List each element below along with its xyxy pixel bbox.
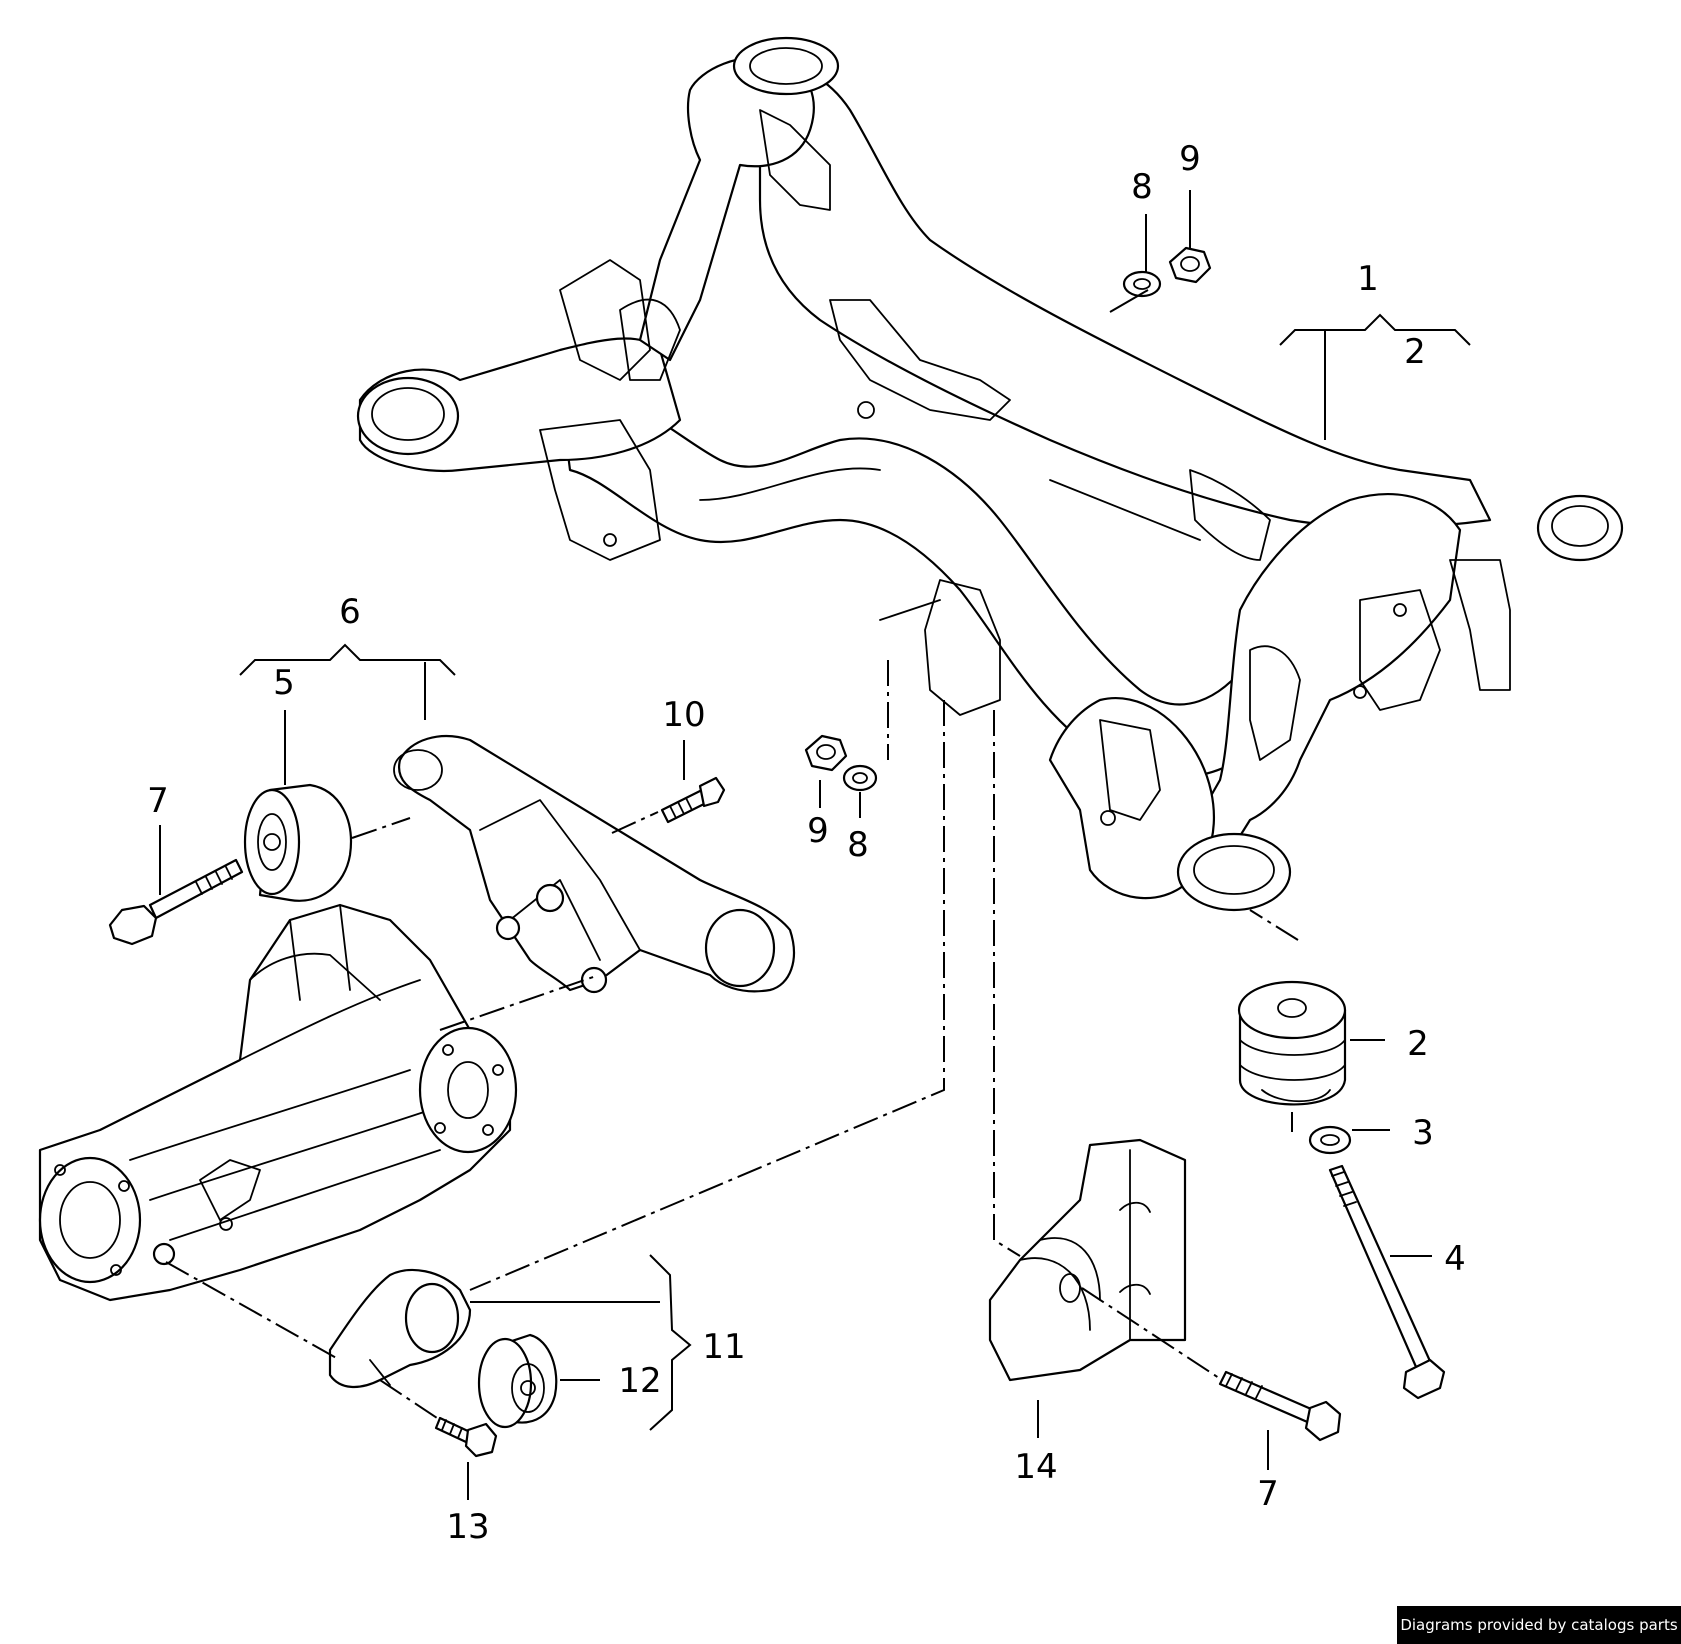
bushing-12 (477, 1333, 558, 1429)
washer-8-top (1122, 270, 1162, 298)
callout-9-mid: 9 (807, 811, 829, 851)
callout-13: 13 (446, 1507, 489, 1547)
nut-9-top (1168, 246, 1212, 284)
bolt-13 (434, 1416, 498, 1458)
long-bolt (1328, 1164, 1446, 1400)
callout-9-top: 9 (1179, 139, 1201, 179)
callout-4: 4 (1444, 1239, 1466, 1279)
rubber-mount (1237, 980, 1347, 1106)
bolt-10 (660, 776, 726, 824)
callout-11: 11 (702, 1327, 745, 1367)
washer (1308, 1125, 1352, 1155)
mount-bracket (328, 1268, 472, 1388)
callout-1: 1 (1357, 259, 1379, 299)
callout-12: 12 (618, 1361, 661, 1401)
washer-8-mid (842, 764, 878, 792)
callout-8-mid: 8 (847, 825, 869, 865)
callout-14: 14 (1014, 1447, 1057, 1487)
callout-5: 5 (273, 663, 295, 703)
callout-10: 10 (662, 695, 705, 735)
callout-6: 6 (339, 592, 361, 632)
callout-7-left: 7 (147, 781, 169, 821)
callout-labels: 1 2 2 3 4 5 6 7 7 8 8 9 9 10 11 12 13 14 (147, 139, 1466, 1547)
callout-3: 3 (1412, 1113, 1434, 1153)
bolt-right (1218, 1370, 1342, 1442)
bushing (243, 783, 353, 902)
assembly-lines (165, 660, 1299, 1421)
leader-lines (159, 190, 1471, 1500)
nut-9-mid (804, 734, 848, 772)
torque-arm (393, 735, 795, 994)
differential-housing (38, 903, 518, 1302)
heat-shield (988, 1138, 1187, 1382)
callout-8-top: 8 (1131, 167, 1153, 207)
callout-7-right: 7 (1257, 1474, 1279, 1514)
subframe (356, 36, 1624, 912)
bolt-left (108, 858, 244, 946)
footer-credit: Diagrams provided by catalogs parts (1397, 1606, 1681, 1644)
callout-2-mount: 2 (1407, 1024, 1429, 1064)
callout-2-top: 2 (1404, 332, 1426, 372)
